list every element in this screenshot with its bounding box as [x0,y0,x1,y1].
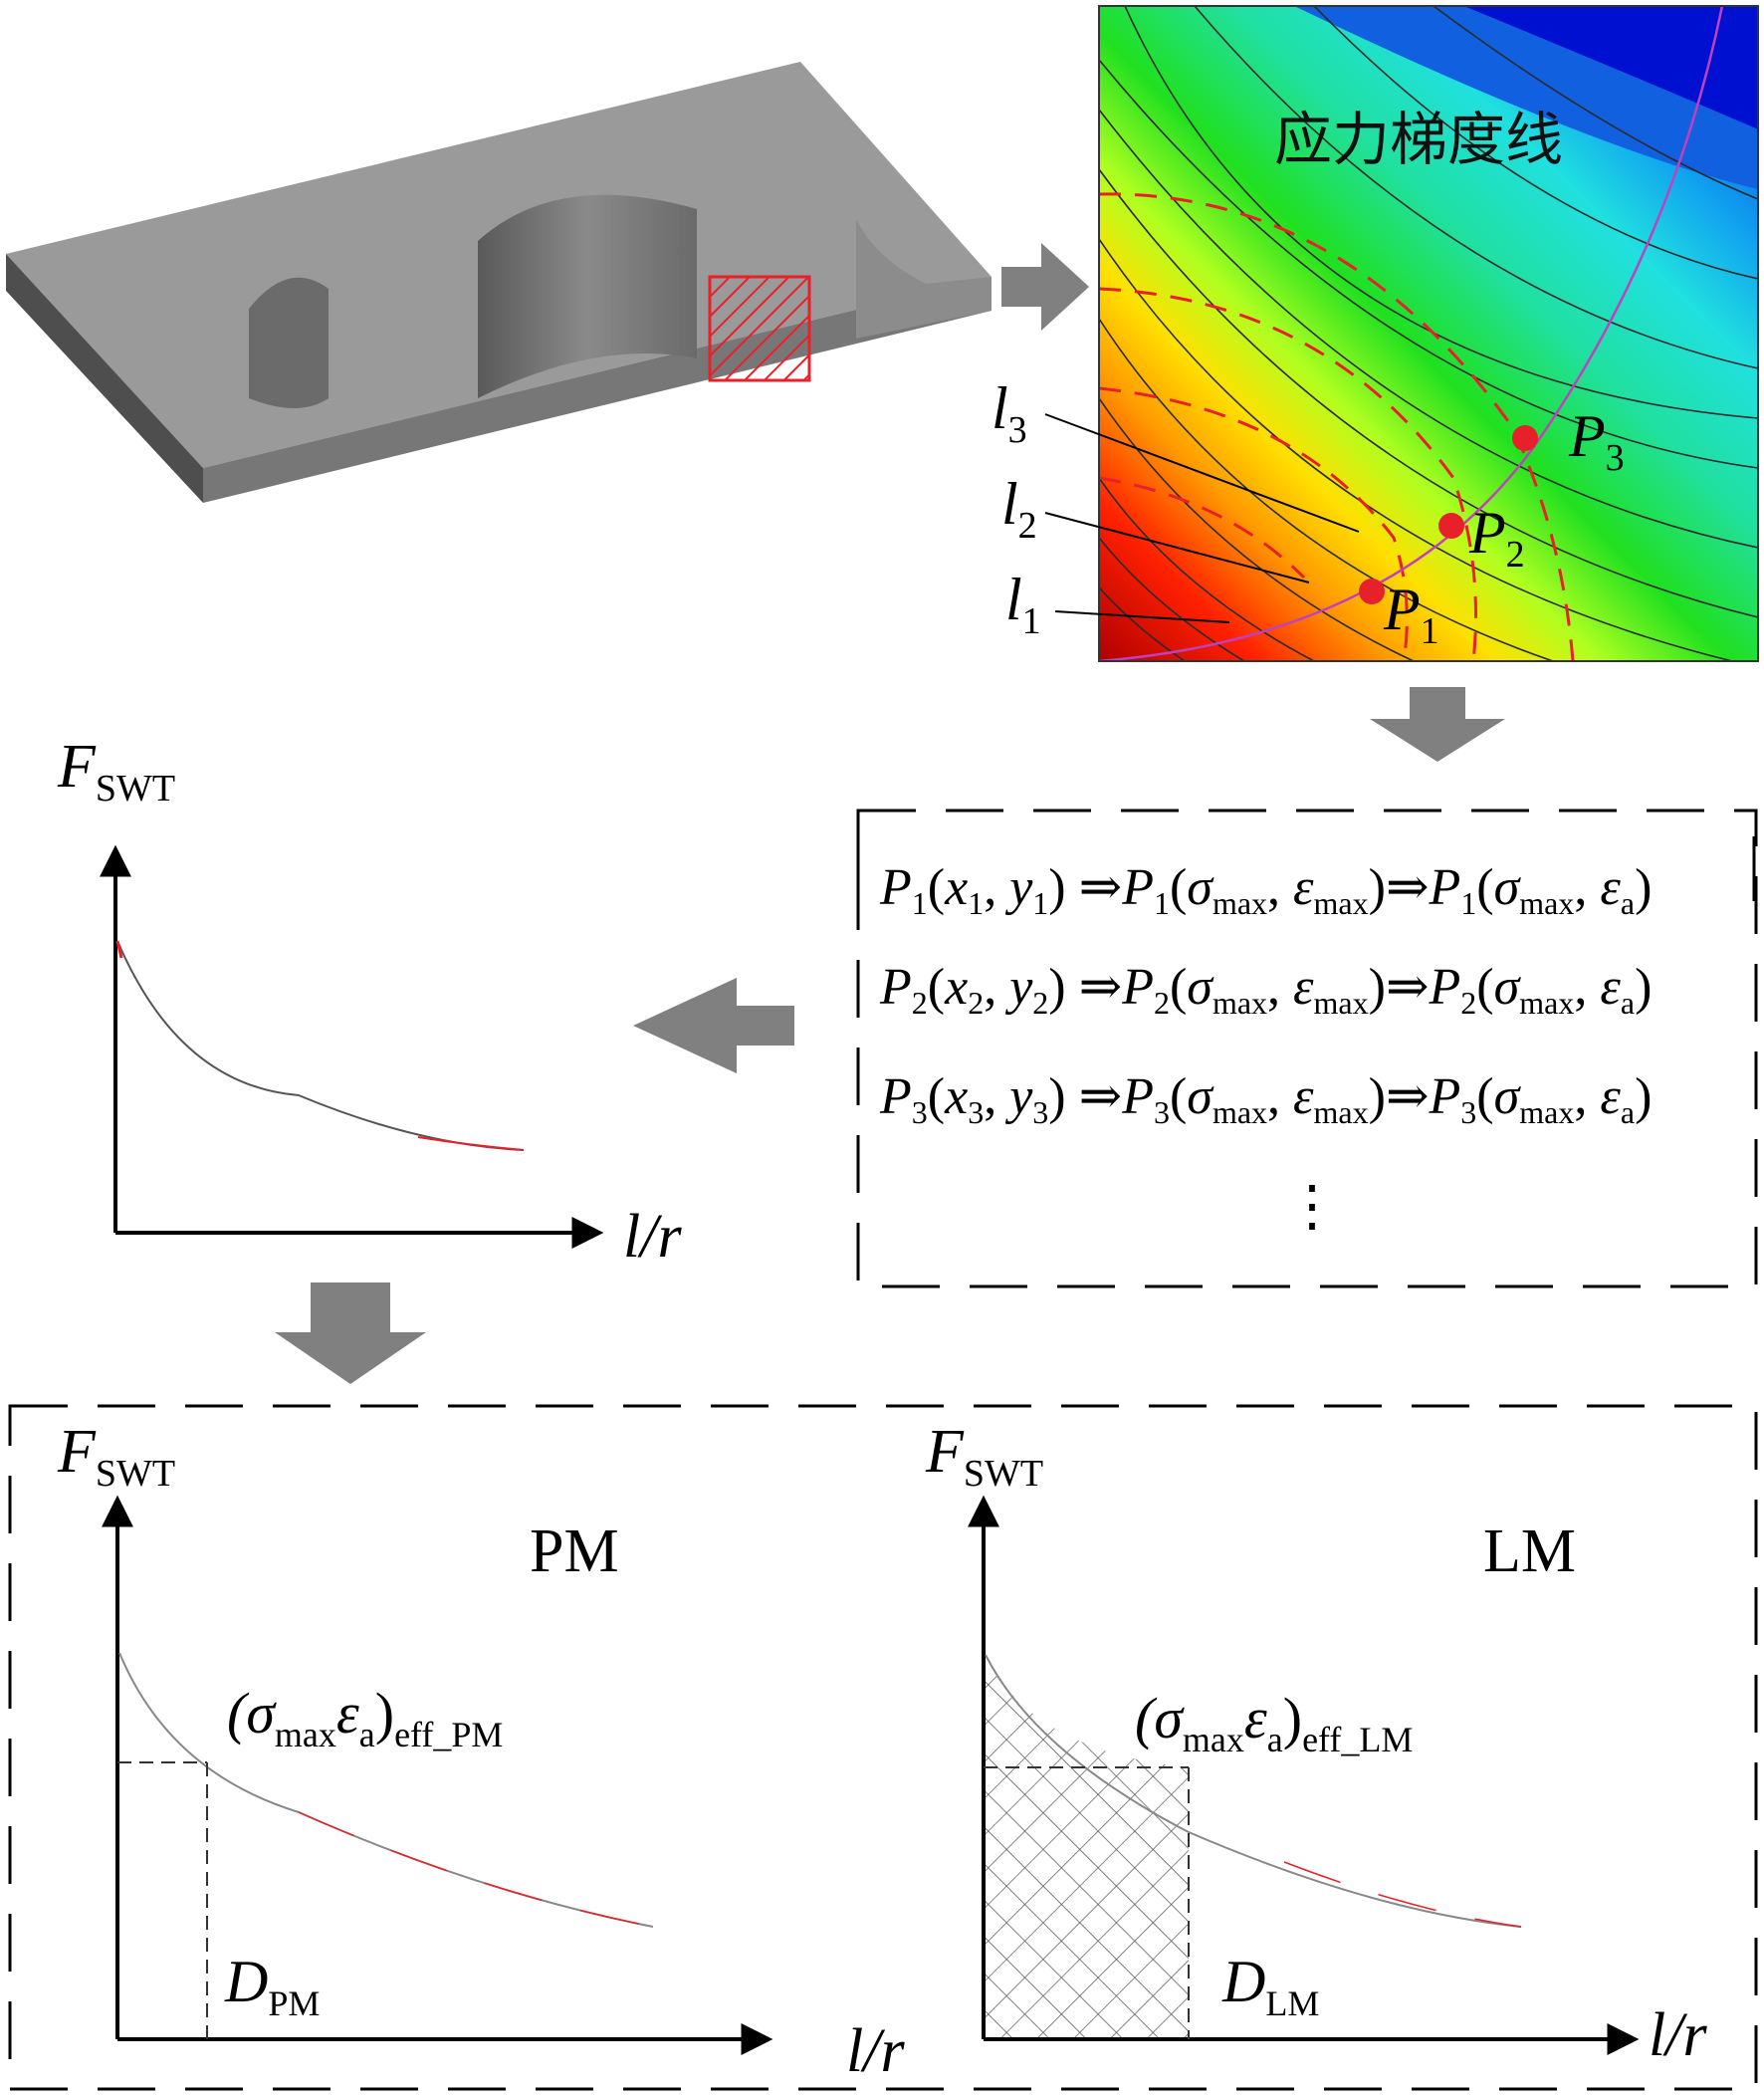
leader-l1 [1054,610,1230,623]
pm-xlabel: l/r [846,2017,905,2085]
lm-plot: FSWT LM (σmaxεa)eff_LM DLM l/r [925,1418,1707,2069]
stress-contour-panel: 应力梯度线 l3 l2 l1 P1 P2 P3 [992,5,1759,662]
flow-arrow-left [633,978,794,1073]
flow-arrow-right [1001,243,1089,331]
label-p2: P2 [1468,500,1525,576]
label-p1: P1 [1383,577,1439,652]
methods-box [8,1404,1758,2091]
curve-plot: FSWT l/r [57,733,682,1271]
flow-arrow-down-right [1370,687,1505,762]
mapping-row-2: P2(x2, y2) ⇒P2(σmax, εmax)⇒P2(σmax, εa) [879,959,1652,1021]
leader-l2 [1044,512,1310,583]
pm-eff-label: (σmaxεa)eff_PM [227,1681,503,1754]
curve-xlabel: l/r [623,1203,682,1271]
label-p3: P3 [1568,403,1625,479]
mapping-ellipsis: ⋮ [1284,1176,1340,1238]
lm-eff-label: (σmaxεa)eff_LM [1135,1686,1413,1759]
pm-title: PM [530,1517,619,1585]
mapping-row-3: P3(x3, y3) ⇒P3(σmax, εmax)⇒P3(σmax, εa) [879,1068,1652,1130]
mapping-box: P1(x1, y1) ⇒P1(σmax, εmax)⇒P1(σmax, εa) … [856,809,1758,1288]
pm-ylabel: FSWT [57,1418,175,1495]
plate-3d-model [6,62,992,503]
pm-d-label: DPM [224,1949,320,2023]
point-p1 [1359,579,1385,604]
label-l1: l1 [1005,567,1041,642]
mapping-row-1: P1(x1, y1) ⇒P1(σmax, εmax)⇒P1(σmax, εa) [879,859,1652,921]
leader-l3 [1044,413,1360,533]
lm-title: LM [1483,1517,1576,1585]
curve-ylabel: FSWT [57,733,175,810]
contour-title: 应力梯度线 [1274,106,1563,173]
flow-arrow-down-left [275,1282,426,1384]
hatched-region [708,275,811,382]
label-l2: l2 [1001,471,1037,547]
lm-d-label: DLM [1221,1949,1319,2023]
point-p3 [1512,425,1538,451]
lm-ylabel: FSWT [925,1418,1043,1495]
label-l3: l3 [992,375,1027,451]
pm-plot: FSWT PM (σmaxεa)eff_PM DPM l/r [57,1418,905,2085]
point-p2 [1438,513,1464,539]
lm-xlabel: l/r [1649,2001,1707,2069]
